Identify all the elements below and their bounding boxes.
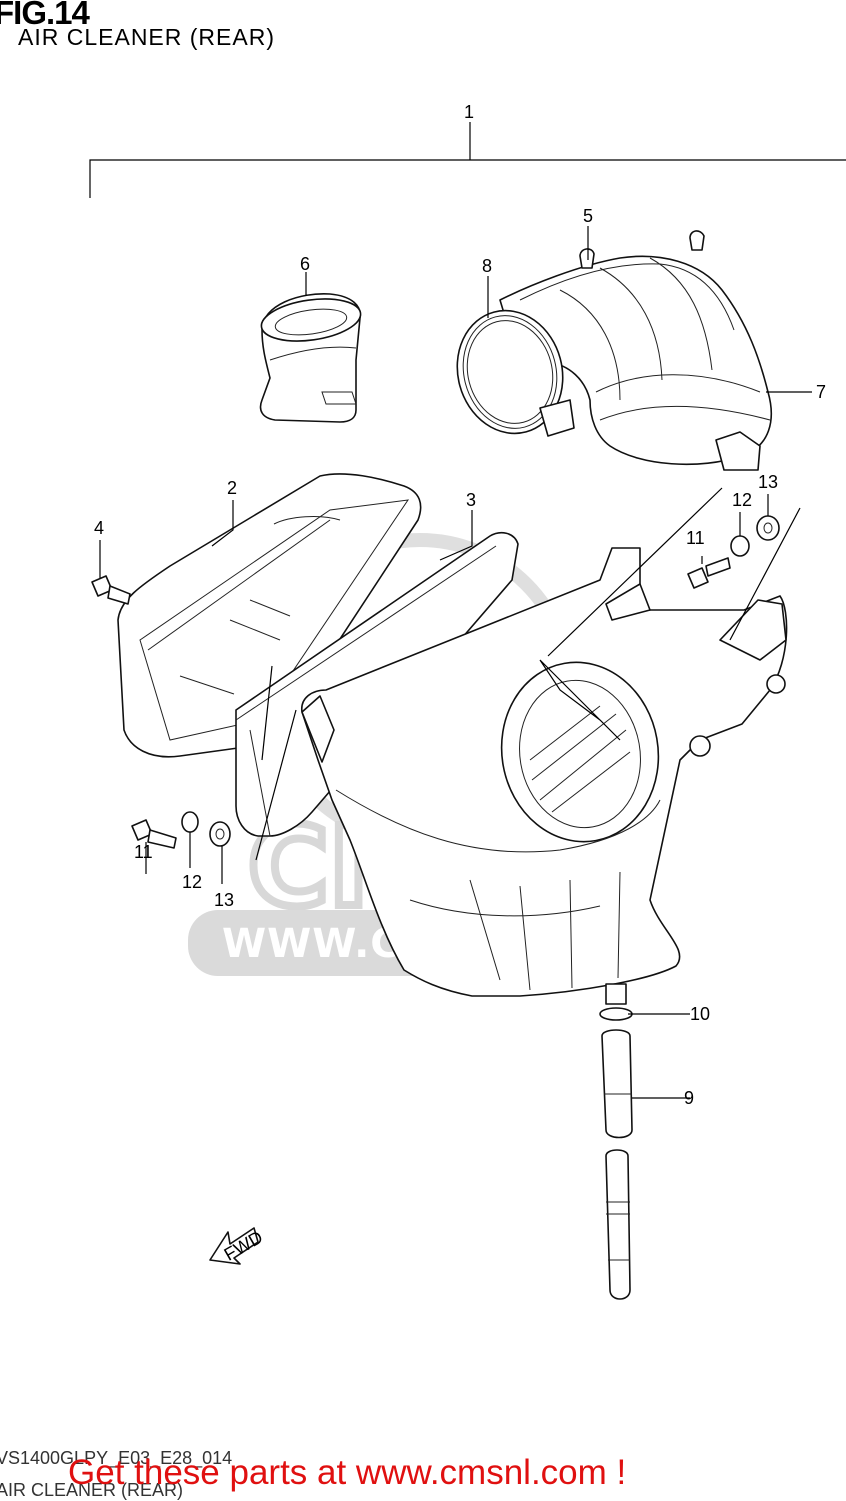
part-13-washer-left: [209, 821, 231, 847]
part-8-clamp: [456, 309, 575, 437]
part-12-washer-left: [181, 811, 199, 833]
part-11-bolt-right: [687, 557, 731, 589]
part-6-intake-duct: [259, 293, 362, 423]
part-12-washer-right: [730, 535, 750, 557]
callout-13-left: 13: [214, 890, 234, 910]
callout-10: 10: [690, 1004, 710, 1024]
callout-13-right: 13: [758, 472, 778, 492]
part-2-cover: [117, 473, 422, 758]
footer-subtitle: AIR CLEANER (REAR): [0, 1480, 184, 1500]
part-13-washer-right: [756, 515, 780, 541]
callout-1: 1: [464, 102, 474, 122]
callout-4: 4: [94, 518, 104, 538]
part-11-bolt-left: [131, 819, 177, 849]
callout-6: 6: [300, 254, 310, 274]
air-cleaner-case: [301, 547, 788, 997]
footer-diagram-code: VS1400GLPY_E03_E28_014: [0, 1448, 233, 1468]
callout-11-left: 11: [134, 842, 153, 862]
part-10-clip: [599, 983, 633, 1021]
part-7-intake-elbow: [499, 230, 773, 471]
callout-12-right: 12: [732, 490, 752, 510]
callouts: 1 2 3 4 5 6 7 8 9 10 11 12 13 11 12 13: [94, 102, 826, 1108]
assembly-bracket: [89, 122, 846, 198]
callout-12-left: 12: [182, 872, 202, 892]
callout-5: 5: [583, 206, 593, 226]
get-parts-link[interactable]: Get these parts at www.cmsnl.com !: [68, 1453, 627, 1492]
callout-3: 3: [466, 490, 476, 510]
callout-11-right: 11: [686, 528, 705, 548]
callout-9: 9: [684, 1088, 694, 1108]
figure-label: FIG.14: [0, 0, 90, 31]
figure-subtitle: AIR CLEANER (REAR): [18, 24, 275, 50]
callout-7: 7: [816, 382, 826, 402]
part-4-bolt: [91, 575, 131, 605]
callout-2: 2: [227, 478, 237, 498]
part-9-drain-hose: [601, 1029, 633, 1300]
fwd-arrow: FWD: [209, 1227, 266, 1265]
leader-lines: [99, 226, 812, 1099]
callout-8: 8: [482, 256, 492, 276]
